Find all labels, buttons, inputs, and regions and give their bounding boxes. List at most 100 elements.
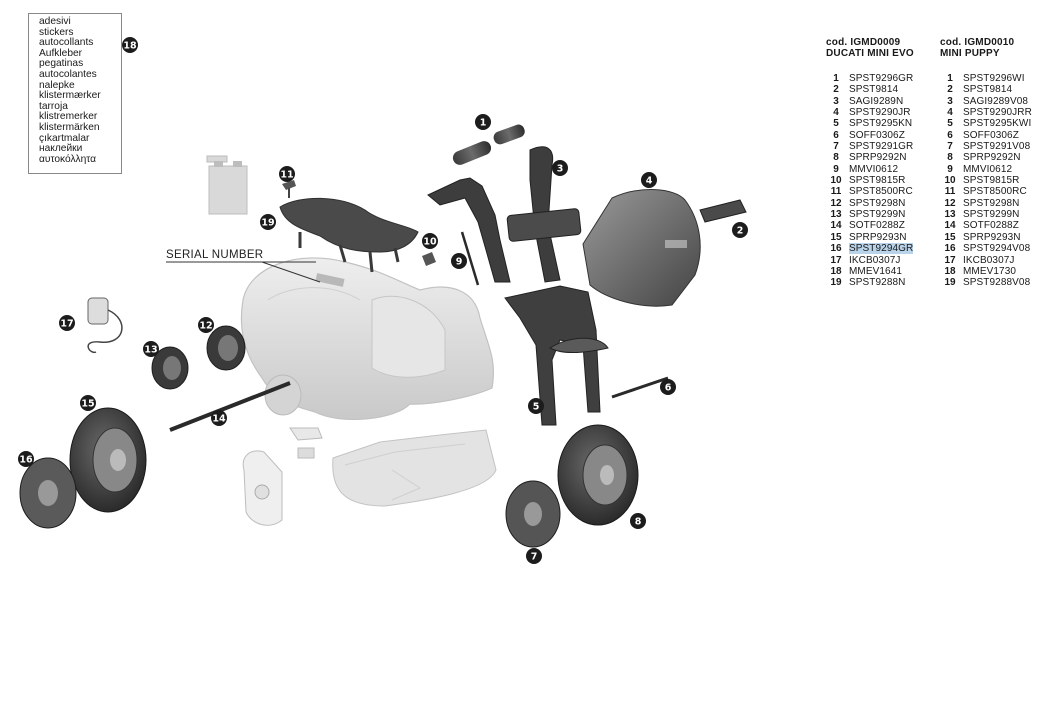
part-code: SPST9298N [849, 198, 913, 209]
table-row: 14 SOTF0288Z [826, 220, 913, 231]
part-code: SPST9294V08 [963, 243, 1032, 254]
part-code: SPST9290JRR [963, 107, 1032, 118]
callout-19: 19 [260, 214, 276, 230]
part-number: 18 [830, 265, 842, 277]
callout-10: 10 [422, 233, 438, 249]
serial-number-label: SERIAL NUMBER [166, 249, 264, 261]
table-row: 18 MMEV1641 [826, 266, 913, 277]
part-code-text: SPST9815R [963, 175, 1020, 187]
part-code: SPST9290JR [849, 107, 913, 118]
part-number: 6 [947, 129, 953, 141]
table-row: 14 SOTF0288Z [940, 220, 1032, 231]
sticker-lang-ru: наклейки [39, 143, 83, 155]
sticker-lang-fr: autocollants [39, 37, 94, 49]
part-number: 18 [944, 265, 956, 277]
part-number: 7 [833, 141, 839, 153]
svg-text:13: 13 [144, 345, 157, 356]
svg-text:17: 17 [60, 319, 73, 330]
part-number: 7 [947, 141, 953, 153]
part-number: 11 [944, 186, 956, 198]
part-number: 10 [944, 175, 956, 187]
callout-11: 11 [279, 166, 295, 182]
part-number: 9 [833, 163, 839, 175]
part-code-text: SPST9294GR [849, 243, 914, 255]
callout-6: 6 [660, 379, 676, 395]
parts-list-model-header: DUCATI MINI EVO [826, 48, 914, 59]
part-code: SAGI9289V08 [963, 96, 1032, 107]
part-code-text: SPST9290JR [849, 107, 911, 119]
parts-list-code-header: cod. IGMD0010 [940, 37, 1015, 48]
part-code: IKCB0307J [963, 255, 1032, 266]
part-code-text: SOFF0306Z [849, 129, 905, 141]
part-number: 12 [830, 197, 842, 209]
callout-3: 3 [552, 160, 568, 176]
parts-list-code-header: cod. IGMD0009 [826, 37, 901, 48]
svg-text:2: 2 [737, 226, 744, 237]
svg-text:10: 10 [423, 237, 437, 248]
sticker-languages-box: adesivi stickers autocollants Aufkleber … [28, 13, 122, 174]
front-axle-part [169, 231, 669, 432]
front-fairing-part [582, 189, 747, 307]
part-number: 4 [833, 107, 839, 119]
part-code: SPST9298N [963, 198, 1032, 209]
part-code-text: SPST9814 [849, 84, 899, 96]
part-code: SPST9288V08 [963, 277, 1032, 288]
part-number: 5 [833, 118, 839, 130]
svg-text:14: 14 [212, 414, 226, 425]
part-code: SPST9288N [849, 277, 913, 288]
part-number: 14 [944, 220, 956, 232]
callout-15: 15 [80, 395, 96, 411]
svg-text:16: 16 [19, 455, 33, 466]
part-code-text: IKCB0307J [963, 254, 1015, 266]
sticker-lang-es: pegatinas [39, 58, 84, 70]
part-code-text: SPST9288V08 [963, 277, 1031, 289]
part-code: SPST9299N [849, 209, 913, 220]
part-number: 14 [830, 220, 842, 232]
part-code: SPRP9293N [849, 232, 913, 243]
part-code-text: SOTF0288Z [963, 220, 1019, 232]
part-code-text: MMVI0612 [963, 163, 1013, 175]
svg-text:8: 8 [635, 517, 642, 528]
part-code-text: SPST9815R [849, 175, 906, 187]
svg-text:1: 1 [480, 118, 487, 129]
part-number: 15 [830, 231, 842, 243]
part-code-text: SPST8500RC [963, 186, 1027, 198]
front-wheel-part [505, 424, 639, 548]
callout-1: 1 [475, 114, 491, 130]
screw-parts [282, 180, 436, 266]
part-code-text: SPRP9292N [849, 152, 907, 164]
part-code-text: SPST9291GR [849, 141, 914, 153]
part-code-text: SPST9294V08 [963, 243, 1031, 255]
callout-16: 16 [18, 451, 34, 467]
svg-text:9: 9 [456, 257, 463, 268]
part-code: SOTF0288Z [849, 220, 913, 231]
part-code: SPST9815R [963, 175, 1032, 186]
part-code-text: SPST9296WI [963, 73, 1025, 84]
part-number: 19 [830, 277, 842, 289]
part-code: SPST9814 [963, 84, 1032, 95]
part-code-text: SAGI9289N [849, 95, 904, 107]
part-code: SPST8500RC [849, 186, 913, 197]
sticker-lang-de: Aufkleber [39, 47, 83, 59]
sticker-lang-it: adesivi [39, 16, 71, 27]
part-number: 5 [947, 118, 953, 130]
sticker-lang-fi: tarroja [39, 100, 68, 112]
part-number: 8 [947, 152, 953, 164]
part-code-text: MMEV1641 [849, 265, 903, 277]
part-code: SPST9291V08 [963, 141, 1032, 152]
table-row: 12 SPST9298N [826, 198, 913, 209]
part-code-text: SPRP9293N [963, 231, 1021, 243]
part-code: SPST9294GR [849, 243, 914, 255]
callout-18: 18 [122, 37, 138, 53]
part-code-text: MMEV1730 [963, 265, 1017, 277]
sticker-lang-tr: çıkartmalar [39, 132, 90, 144]
sticker-lang-pt: autocolantes [39, 68, 97, 80]
part-code-text: SPST9296GR [849, 73, 914, 84]
